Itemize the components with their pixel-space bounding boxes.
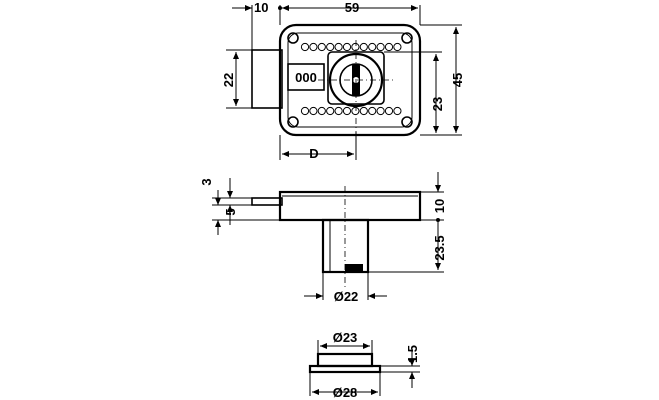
ball-bearing <box>309 106 318 116</box>
ball-bearing <box>317 106 326 116</box>
dim-label-10: 10 <box>254 0 268 15</box>
lock-bolt-stub <box>251 49 283 109</box>
mounting-hole-tl <box>287 32 299 44</box>
ball-bearing <box>342 42 352 52</box>
mounting-hole-bl <box>287 116 299 128</box>
ball-bearing <box>326 106 335 116</box>
ball-bearing <box>326 42 335 52</box>
dim-label-5: 5 <box>223 208 238 215</box>
ball-bearing <box>351 106 360 116</box>
ball-row-bottom <box>300 106 402 116</box>
ball-bearing <box>368 106 377 116</box>
dim-label-45: 45 <box>450 73 465 87</box>
ball-bearing <box>317 42 326 52</box>
combination-wheel-digits: 000 <box>295 70 317 85</box>
cylinder-housing <box>327 51 385 105</box>
mounting-hole-tr <box>401 32 413 44</box>
dim-label-3: 3 <box>199 178 214 185</box>
rosette-flange <box>308 364 382 374</box>
ball-bearing <box>376 106 385 116</box>
rosette-view: Ø23 1.5 Ø28 <box>308 330 420 400</box>
dim-label-23-5: 23.5 <box>432 235 447 260</box>
ball-bearing <box>393 106 402 116</box>
dim-label-dia-28: Ø28 <box>333 385 358 400</box>
dim-label-22: 22 <box>221 73 236 87</box>
ball-bearing <box>300 42 310 52</box>
ball-bearing <box>300 106 310 116</box>
dim-label-23: 23 <box>430 97 445 111</box>
ball-bearing <box>351 42 360 52</box>
dim-label-side-10: 10 <box>432 199 447 213</box>
ball-bearing <box>393 42 402 52</box>
ball-bearing <box>359 106 368 116</box>
lock-front-view: 000 10 59 22 45 <box>221 0 465 161</box>
ball-bearing <box>334 42 343 52</box>
ball-bearing <box>359 42 368 52</box>
ball-bearing <box>309 42 318 52</box>
ball-bearing <box>368 42 377 52</box>
lock-plate <box>278 23 422 137</box>
dim-label-dia-23: Ø23 <box>333 330 358 345</box>
dim-label-1-5: 1.5 <box>405 345 420 363</box>
dim-label-59: 59 <box>345 0 359 15</box>
ball-row-top <box>300 42 402 52</box>
lock-side-view: 3 5 10 23.5 Ø22 <box>199 172 447 304</box>
rosette-body <box>316 352 374 368</box>
ball-bearing <box>334 106 343 116</box>
ball-bearing <box>376 42 385 52</box>
ball-bearing <box>384 106 394 116</box>
dim-label-dia-22: Ø22 <box>334 289 359 304</box>
side-bolt <box>251 197 283 206</box>
ball-bearing <box>342 106 352 116</box>
mounting-hole-br <box>401 116 413 128</box>
ball-bearing <box>384 42 394 52</box>
dim-label-D: D <box>309 146 318 161</box>
combination-wheel-slot <box>287 63 325 91</box>
